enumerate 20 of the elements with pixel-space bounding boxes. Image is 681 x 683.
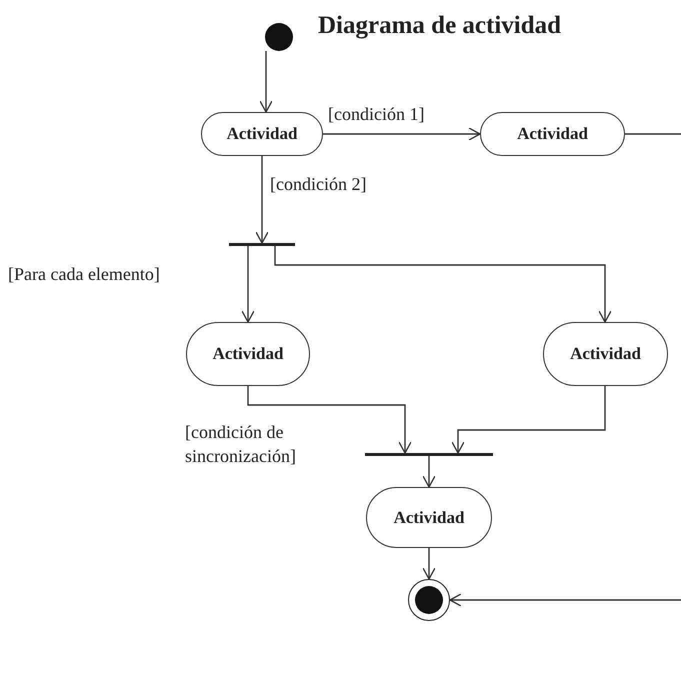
- diagram-title: Diagrama de actividad: [318, 12, 562, 40]
- initial-node: [265, 23, 293, 51]
- arrow: [255, 156, 269, 244]
- activity-box: Actividad: [543, 322, 668, 386]
- arrow: [449, 593, 681, 607]
- arrow: [323, 127, 481, 141]
- arrow: [259, 51, 273, 113]
- activity-box: Actividad: [366, 487, 492, 548]
- activity-box: Actividad: [186, 322, 310, 386]
- arrow: [247, 386, 412, 454]
- activity-box: Actividad: [201, 112, 323, 156]
- final-node: [408, 579, 450, 621]
- sync-bar: [365, 453, 493, 456]
- arrow: [422, 456, 436, 488]
- arrow: [241, 246, 255, 323]
- arrow: [422, 548, 436, 580]
- arrow: [274, 246, 612, 323]
- activity-box: Actividad: [480, 112, 625, 156]
- arrow: [451, 386, 606, 454]
- sync-bar: [229, 243, 295, 246]
